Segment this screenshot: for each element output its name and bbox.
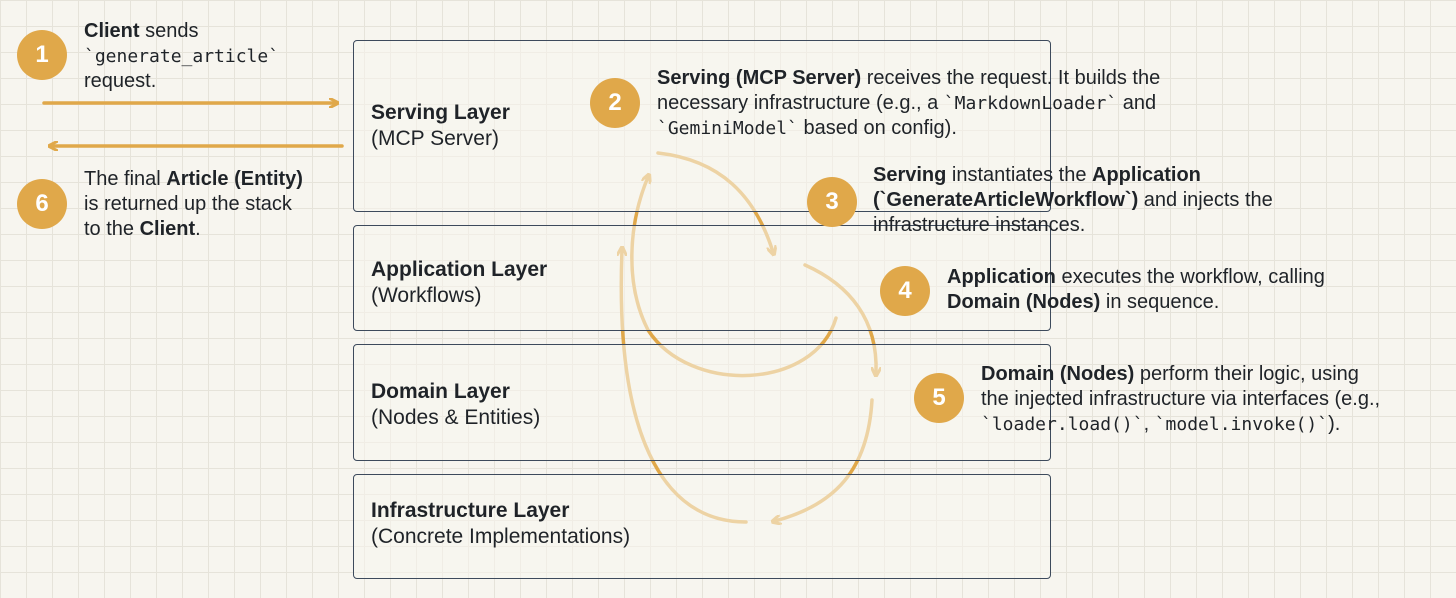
infrastructure-layer-subtitle: (Concrete Implementations) [371, 525, 631, 548]
application-layer-subtitle: (Workflows) [371, 284, 482, 307]
step-6-badge: 6 [17, 179, 67, 229]
serving-layer-subtitle: (MCP Server) [371, 127, 499, 150]
step-4-badge: 4 [880, 266, 930, 316]
step-6-text: The final Article (Entity) is returned u… [84, 168, 303, 240]
application-layer-box: Application Layer (Workflows) [353, 225, 1051, 331]
infrastructure-layer-box: Infrastructure Layer (Concrete Implement… [353, 474, 1051, 579]
application-layer-title: Application Layer [371, 258, 548, 281]
step-5-badge: 5 [914, 373, 964, 423]
step-1-badge: 1 [17, 30, 67, 80]
domain-layer-title: Domain Layer [371, 380, 510, 403]
step-3-badge: 3 [807, 177, 857, 227]
step-2-badge: 2 [590, 78, 640, 128]
serving-layer-box: Serving Layer (MCP Server) [353, 40, 1051, 212]
step-2-text: Serving (MCP Server) receives the reques… [657, 67, 1161, 139]
step-4-text: Application executes the workflow, calli… [947, 266, 1325, 313]
infrastructure-layer-title: Infrastructure Layer [371, 499, 570, 522]
step-3-text: Serving instantiates the Application (`G… [873, 164, 1273, 236]
step-1-text: Client sends `generate_article` request. [84, 20, 280, 92]
serving-layer-title: Serving Layer [371, 101, 510, 124]
domain-layer-subtitle: (Nodes & Entities) [371, 406, 541, 429]
step-5-text: Domain (Nodes) perform their logic, usin… [981, 363, 1381, 435]
